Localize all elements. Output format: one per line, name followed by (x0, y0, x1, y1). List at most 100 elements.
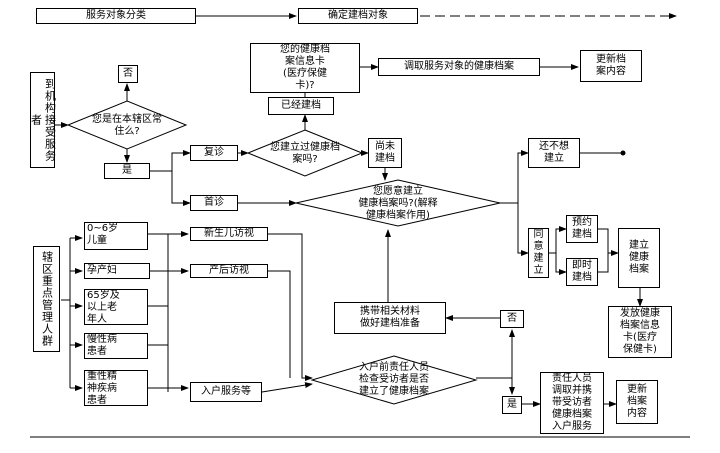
arrow-agree-appoint (549, 226, 567, 254)
group-mental-line-3: 患者 (87, 395, 107, 406)
not-yet-label: 尚未建档 (375, 141, 395, 164)
group-mental-line-2: 神疾病 (87, 383, 117, 394)
line-postpartum-q (268, 270, 291, 378)
already-box: 已经建档 (268, 97, 334, 115)
resident-diamond (66, 100, 188, 150)
group-chronic-line-2: 患者 (87, 346, 107, 357)
resident-no-label: 否 (123, 68, 133, 79)
group-elderly-line-1: 65岁及 (87, 290, 120, 301)
header-step-target-label: 确定建档对象 (328, 10, 388, 21)
card-line-1: 您的健康档 (280, 44, 330, 55)
staff-line-1: 责任人员 (552, 373, 592, 384)
key-groups-label: 辖区重点管理人群 (40, 251, 54, 347)
update1-line-2: 案内容 (596, 66, 626, 77)
willing-line-3: 健康档案作用) (366, 210, 430, 221)
yes2-label: 是 (507, 399, 517, 410)
update-box-2: 更新 档案 内容 (616, 380, 658, 424)
willing-line-2: 健康档案吗?(解释 (358, 198, 438, 209)
establish-label: 建立健康档案 (629, 240, 649, 275)
group-child-line-2: 儿童 (87, 235, 107, 246)
staff-box: 责任人员 调取并携 带受访者 健康档案 入户服务 (540, 372, 604, 434)
has-record-diamond (246, 129, 364, 177)
arrow-home-q (261, 382, 313, 393)
retrieve-label: 调取服务对象的健康档案 (404, 61, 514, 72)
home-q-line-2: 检查受访者是否 (359, 374, 429, 385)
arrow-yes-first (171, 171, 191, 206)
willing-question: 您愿意建立 健康档案吗?(解释 健康档案作用) (330, 186, 466, 222)
issue-card-line-3: 卡(医疗 (623, 332, 657, 343)
first-visit-box: 首诊 (190, 195, 238, 211)
prepare-line-1: 携带相关材料 (360, 306, 420, 317)
update2-line-3: 内容 (627, 408, 647, 419)
group-elderly-line-2: 以上老 (87, 302, 117, 313)
arrow-appoint-establish (598, 228, 619, 256)
card-line-2: 案信息卡 (285, 56, 325, 67)
no2-label: 否 (507, 313, 517, 324)
willing-diamond (295, 179, 501, 227)
resident-question-label: 您是在本辖区常住么? (92, 114, 162, 137)
retrieve-box: 调取服务对象的健康档案 (378, 58, 540, 76)
prepare-box: 携带相关材料 做好建档准备 (334, 302, 446, 334)
no2-box: 否 (500, 310, 524, 328)
group-pregnant-label: 孕产妇 (87, 265, 117, 276)
postpartum-visit-box: 产后访视 (190, 264, 268, 278)
header-step-classify: 服务对象分类 (36, 8, 196, 24)
still-no-line-1: 还不想 (539, 141, 569, 152)
group-child-line-1: 0~6岁 (87, 223, 119, 234)
staff-line-2: 调取并携 (552, 385, 592, 396)
arrow-willing-no (500, 150, 529, 204)
arrow-yes-revisit (150, 150, 191, 172)
resident-yes-box: 是 (104, 163, 150, 179)
issue-card-line-4: 保健卡) (623, 344, 657, 355)
home-check-diamond (310, 355, 478, 405)
card-box: 您的健康档 案信息卡 (医疗保健 卡)? (250, 43, 360, 93)
resident-yes-label: 是 (122, 165, 132, 176)
agree-label: 同意建立 (533, 229, 544, 276)
home-check-question: 入户前责任人员 检查受访者是否 建立了健康档案 (336, 362, 452, 398)
agree-box: 同意建立 (528, 228, 549, 278)
issue-card-box: 发放健康 档案信息 卡(医疗 保健卡) (608, 306, 672, 358)
staff-line-4: 健康档案 (552, 409, 592, 420)
arrow-willing-agree (517, 203, 529, 256)
card-line-3: (医疗保健 (283, 68, 327, 79)
group-mental-box: 重性精 神疾病 患者 (84, 370, 148, 406)
immediate-box: 即时 建档 (566, 258, 598, 286)
willing-line-1: 您愿意建立 (373, 186, 423, 197)
group-child-box: 0~6岁 儿童 (84, 222, 148, 250)
still-no-box: 还不想 建立 (528, 138, 580, 168)
arrival-label: 到机构接受服务者 (29, 78, 57, 162)
appointment-line-1: 预约 (572, 217, 592, 228)
appointment-box: 预约 建档 (566, 215, 598, 243)
end-dot (620, 150, 626, 156)
home-service-label: 入户服务等 (201, 386, 251, 397)
update-box-1: 更新档 案内容 (580, 50, 642, 82)
not-yet-box: 尚未建档 (368, 138, 402, 168)
arrow-agree-immediate (555, 253, 567, 275)
group-mental-line-1: 重性精 (87, 371, 117, 382)
still-no-line-2: 建立 (544, 153, 564, 164)
has-record-question: 您建立过健康档案吗? (268, 136, 342, 172)
group-pregnant-box: 孕产妇 (84, 263, 150, 279)
group-elderly-box: 65岁及 以上老 年人 (84, 289, 148, 325)
resident-no-box: 否 (118, 65, 138, 83)
revisit-box: 复诊 (190, 145, 238, 161)
group-elderly-line-3: 年人 (87, 314, 107, 325)
appointment-line-2: 建档 (572, 229, 592, 240)
issue-card-line-1: 发放健康 (620, 308, 660, 319)
home-q-line-1: 入户前责任人员 (359, 362, 429, 373)
update1-line-1: 更新档 (596, 54, 626, 65)
staff-line-3: 带受访者 (552, 397, 592, 408)
revisit-label: 复诊 (204, 147, 224, 158)
update2-line-1: 更新 (627, 384, 647, 395)
home-service-box: 入户服务等 (190, 382, 262, 402)
line-immediate-establish (598, 253, 609, 273)
card-line-4: 卡)? (295, 80, 315, 91)
immediate-line-2: 建档 (572, 272, 592, 283)
immediate-line-1: 即时 (572, 260, 592, 271)
prepare-line-2: 做好建档准备 (360, 318, 420, 329)
key-groups-box: 辖区重点管理人群 (33, 246, 60, 352)
header-step-target: 确定建档对象 (298, 8, 418, 24)
staff-line-5: 入户服务 (552, 421, 592, 432)
